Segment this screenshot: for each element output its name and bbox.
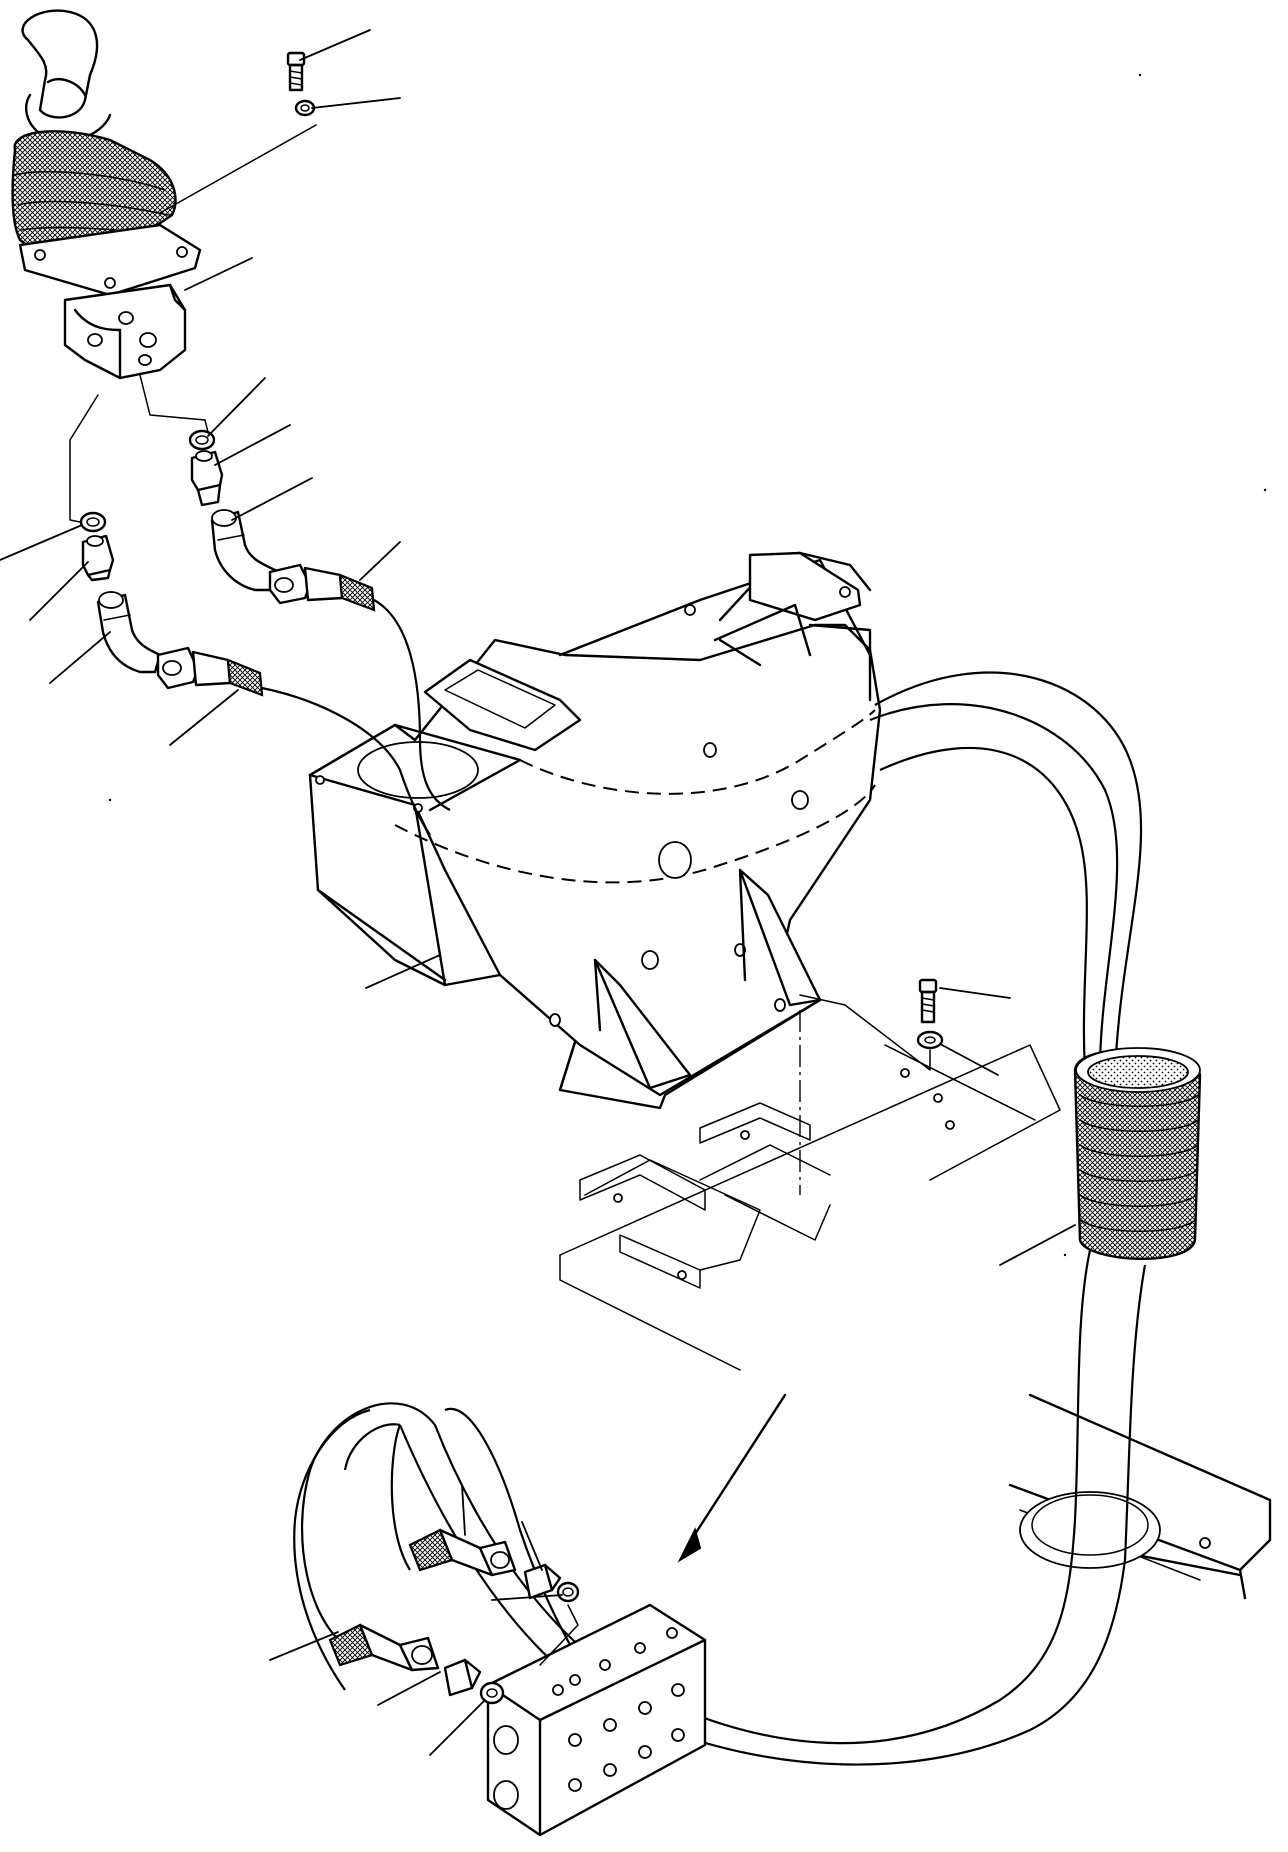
corrugated-protective-sleeve — [1073, 1047, 1202, 1261]
hose-bundle — [293, 671, 1202, 1766]
straight-adapter-2 — [81, 534, 115, 582]
o-ring-2 — [79, 511, 107, 533]
floor-pass-through-ring — [1019, 1491, 1161, 1569]
hydraulic-hose-end-2 — [156, 646, 264, 697]
hose-lower-to-console — [261, 686, 431, 836]
joystick-control-lever — [21, 9, 112, 143]
floor-mounting-plate — [559, 1044, 1061, 1371]
fitting-to-block-link — [539, 1604, 579, 1666]
bolt-to-boot-link — [159, 124, 317, 214]
console-mounting-bolt — [918, 978, 938, 1024]
elbow-fitting — [210, 509, 277, 592]
straight-adapter — [190, 450, 224, 507]
lower-fitting-set-2 — [328, 1623, 505, 1705]
console-hose-port — [357, 741, 479, 799]
pilot-valve-body — [63, 283, 187, 380]
bolt-to-console-link — [799, 994, 931, 1071]
hose-upper-to-console — [373, 599, 451, 811]
elbow-fitting-2 — [96, 591, 162, 674]
rubber-boot — [11, 130, 202, 297]
callout-leaders — [0, 29, 1076, 1756]
distribution-block — [486, 1603, 707, 1837]
hydraulic-hose-end — [268, 563, 376, 612]
assembly-arrow — [677, 1393, 787, 1563]
control-console-housing — [308, 551, 882, 1110]
cab-floor-plate — [1008, 1393, 1272, 1600]
console-lock-washer — [916, 1030, 944, 1050]
lower-fitting-set-1 — [408, 1528, 580, 1603]
